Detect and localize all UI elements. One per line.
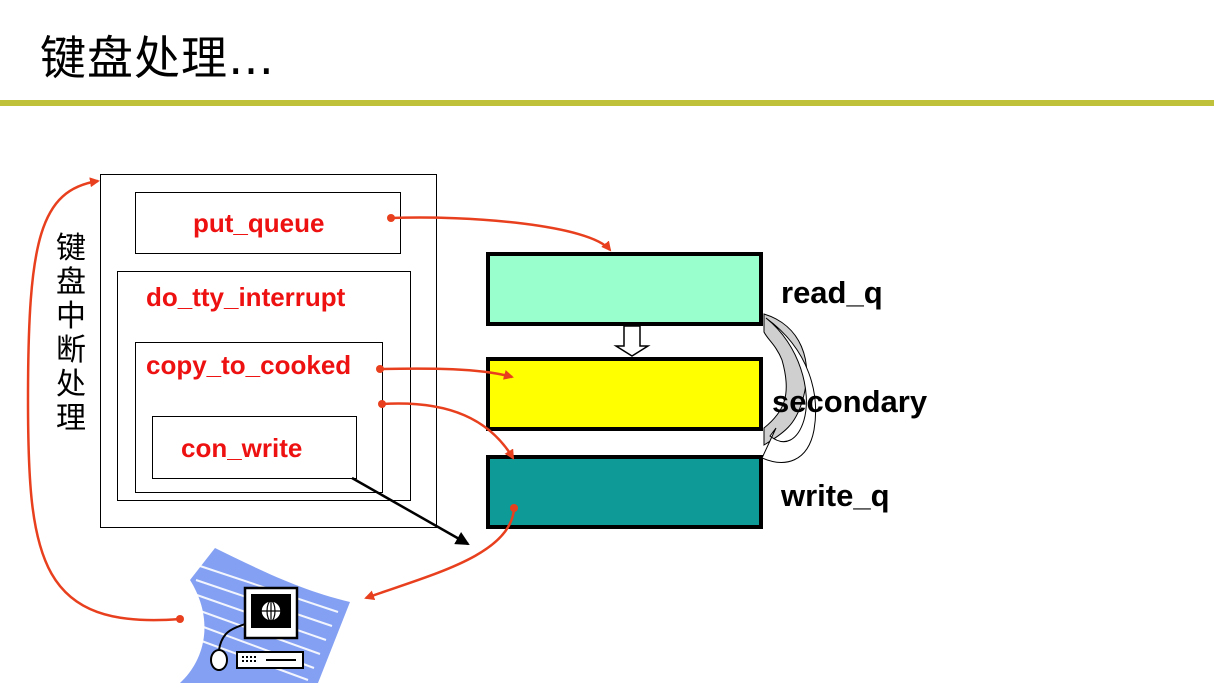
put-queue-box xyxy=(135,192,401,254)
write-q-to-terminal-arrow xyxy=(364,507,516,601)
con-write-label: con_write xyxy=(181,433,303,463)
secondary-to-write-curve xyxy=(761,317,817,463)
title-divider xyxy=(0,100,1214,106)
keyboard-interrupt-label: 键盘中断处理 xyxy=(56,231,86,436)
copy-to-cooked-to-secondary-arrow xyxy=(379,367,514,380)
copy-to-cooked-to-write-q-arrow xyxy=(381,402,515,460)
secondary-label: secondary xyxy=(772,384,928,419)
secondary-block xyxy=(486,357,763,431)
write-q-label: write_q xyxy=(781,478,890,513)
read-to-secondary-down-arrow xyxy=(613,325,651,357)
copy-to-cooked-label: copy_to_cooked xyxy=(146,350,352,380)
put-queue-to-read-q-arrow xyxy=(390,216,612,252)
read-to-secondary-curve xyxy=(763,313,808,446)
do-tty-interrupt-label: do_tty_interrupt xyxy=(146,282,346,312)
read-q-block xyxy=(486,252,763,326)
page-title: 键盘处理… xyxy=(40,31,275,85)
con-write-box xyxy=(152,416,357,479)
write-q-block xyxy=(486,455,763,529)
read-q-label: read_q xyxy=(781,275,883,310)
interrupt-loop-arrow xyxy=(26,177,181,622)
con-write-to-terminal-arrow xyxy=(351,476,470,546)
computer-terminal-icon xyxy=(180,548,350,683)
put-queue-label: put_queue xyxy=(193,208,325,238)
